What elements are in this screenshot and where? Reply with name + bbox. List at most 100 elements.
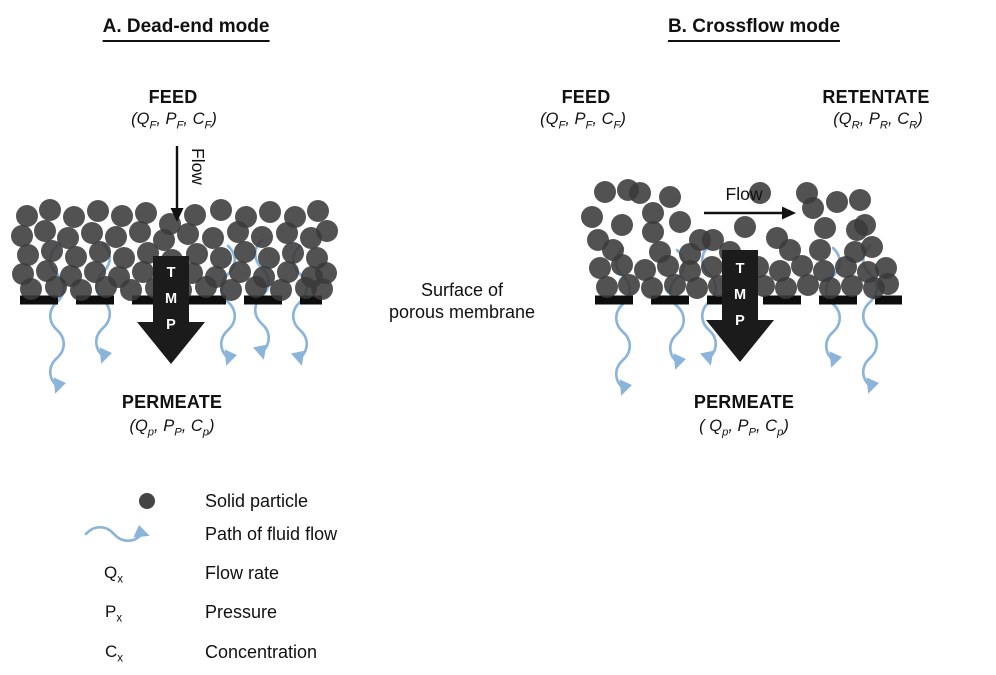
solid-particle <box>702 229 724 251</box>
solid-particle <box>734 216 756 238</box>
solid-particle <box>642 221 664 243</box>
solid-particle <box>657 255 679 277</box>
solid-particle <box>849 189 871 211</box>
fluid-path-arrowhead <box>224 349 237 366</box>
solid-particle <box>594 181 616 203</box>
solid-particle <box>57 227 79 249</box>
legend-label-concentration: Concentration <box>205 642 318 662</box>
retentate-label: RETENTATE <box>822 87 930 107</box>
flow-a-label: Flow <box>188 148 208 185</box>
feed-a-variables: (QF, PF, CF) <box>131 110 217 132</box>
solid-particle <box>276 222 298 244</box>
solid-particle <box>877 273 899 295</box>
fluid-path-arrowhead <box>829 351 842 368</box>
solid-particle <box>129 221 151 243</box>
solid-particle <box>251 226 273 248</box>
solid-particle <box>135 202 157 224</box>
solid-particle <box>753 275 775 297</box>
solid-particle <box>686 277 708 299</box>
flow-b-label: Flow <box>725 184 763 204</box>
solid-particle <box>63 206 85 228</box>
tmp-arrow <box>706 250 774 362</box>
permeate-b-variables: ( Qp, PP, Cp) <box>699 417 789 439</box>
legend-label-fluid-path: Path of fluid flow <box>205 524 338 544</box>
solid-particle <box>835 256 857 278</box>
solid-particle <box>36 260 58 282</box>
solid-particle <box>277 261 299 283</box>
solid-particle <box>229 261 251 283</box>
solid-particle <box>87 200 109 222</box>
permeate-b-label: PERMEATE <box>693 392 795 412</box>
solid-particle <box>854 214 876 236</box>
legend-particle-icon <box>139 493 155 509</box>
fluid-path-arrowhead <box>619 379 632 396</box>
solid-particle <box>669 211 691 233</box>
fluid-path-arrowhead <box>53 377 66 394</box>
solid-particle <box>861 236 883 258</box>
solid-particle <box>295 277 317 299</box>
fluid-path-arrowhead <box>673 353 686 370</box>
solid-particle <box>220 279 242 301</box>
solid-particle <box>105 226 127 248</box>
membrane-surface-caption: Surface of porous membrane <box>388 280 536 322</box>
tmp-arrow <box>137 256 205 364</box>
solid-particle <box>20 278 42 300</box>
legend-symbol-qx: Qx <box>104 563 124 586</box>
solid-particle <box>270 279 292 301</box>
solid-particle <box>16 205 38 227</box>
solid-particle <box>797 274 819 296</box>
solid-particle <box>611 214 633 236</box>
legend-label-pressure: Pressure <box>205 602 278 622</box>
legend-symbol-px: Px <box>105 602 123 625</box>
feed-b-variables: (QF, PF, CF) <box>540 110 626 132</box>
solid-particle <box>282 242 304 264</box>
panel-b-title: B. Crossflow mode <box>667 16 841 42</box>
flow-arrowhead <box>782 206 796 220</box>
solid-particle <box>749 182 771 204</box>
fluid-path-arrowhead <box>133 525 150 538</box>
solid-particle <box>111 205 133 227</box>
legend-wave-icon <box>84 525 150 543</box>
solid-particle <box>826 191 848 213</box>
solid-particle <box>258 247 280 269</box>
fluid-path-arrowhead <box>700 350 714 366</box>
solid-particle <box>89 241 111 263</box>
solid-particle <box>113 247 135 269</box>
feed-a-label: FEED <box>148 87 198 107</box>
solid-particle <box>39 199 61 221</box>
solid-particle <box>202 227 224 249</box>
solid-particle <box>641 277 663 299</box>
fluid-path-arrowhead <box>253 344 267 360</box>
solid-particle <box>813 260 835 282</box>
fluid-path-arrowhead <box>866 377 879 394</box>
solid-particle <box>95 276 117 298</box>
solid-particle <box>307 200 329 222</box>
solid-particle <box>177 223 199 245</box>
solid-particle <box>618 274 640 296</box>
solid-particle <box>132 261 154 283</box>
fluid-path-arrow <box>84 525 150 543</box>
solid-particle <box>791 255 813 277</box>
solid-particle <box>234 241 256 263</box>
solid-particle <box>664 274 686 296</box>
solid-particle <box>45 276 67 298</box>
solid-particle <box>245 276 267 298</box>
permeate-a-label: PERMEATE <box>121 392 223 412</box>
legend-symbol-cx: Cx <box>105 642 124 665</box>
solid-particle <box>634 259 656 281</box>
legend-label-solid-particle: Solid particle <box>205 491 309 511</box>
solid-particle <box>779 239 801 261</box>
fluid-path-arrowhead <box>99 347 112 364</box>
solid-particle <box>802 197 824 219</box>
solid-particle <box>120 279 142 301</box>
solid-particle <box>41 240 63 262</box>
solid-particle <box>11 225 33 247</box>
solid-particle <box>775 277 797 299</box>
solid-particle <box>596 276 618 298</box>
fluid-path-line <box>84 525 144 543</box>
solid-particle <box>819 277 841 299</box>
solid-particle <box>629 182 651 204</box>
